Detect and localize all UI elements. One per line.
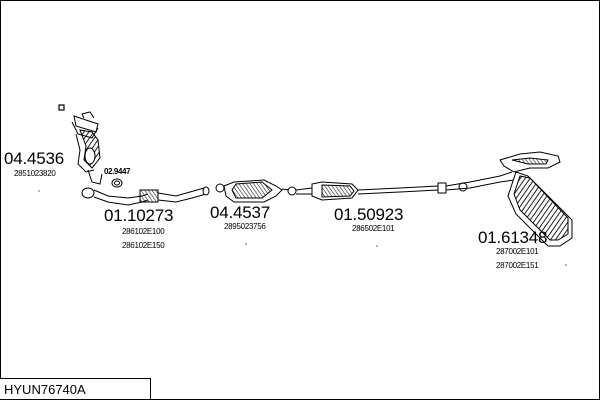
clamp-part-02-9447 [111, 178, 123, 188]
part-reference-label: 287002E151 [496, 261, 539, 270]
center-pipe-part-01-50923 [295, 181, 468, 201]
diagram-title: HYUN76740A [4, 382, 86, 397]
rear-muffler-part-01-61348 [445, 151, 573, 247]
part-number-label: 01.61348 [478, 228, 548, 247]
part-number-label: 02.9447 [104, 167, 131, 176]
catalytic-converter-part-04-4537 [215, 179, 297, 203]
front-pipe-part-01-10273 [81, 186, 210, 206]
part-number-label: 04.4537 [210, 203, 271, 222]
part-number-label: 01.50923 [334, 205, 404, 224]
part-number-label: 04.4536 [4, 149, 65, 168]
part-reference-label: 286102E100 [122, 227, 165, 236]
part-reference-label: 287002E101 [496, 247, 539, 256]
part-reference-label: 286102E150 [122, 241, 165, 250]
small-flange-marker [58, 104, 65, 111]
part-reference-label: 286502E101 [352, 224, 395, 233]
part-number-label: 01.10273 [104, 206, 174, 225]
title-box: HYUN76740A [0, 378, 151, 399]
part-reference-label: 2895023756 [224, 222, 266, 231]
part-reference-label: 2851023820 [14, 169, 56, 178]
manifold-part-04-4536 [71, 111, 103, 185]
